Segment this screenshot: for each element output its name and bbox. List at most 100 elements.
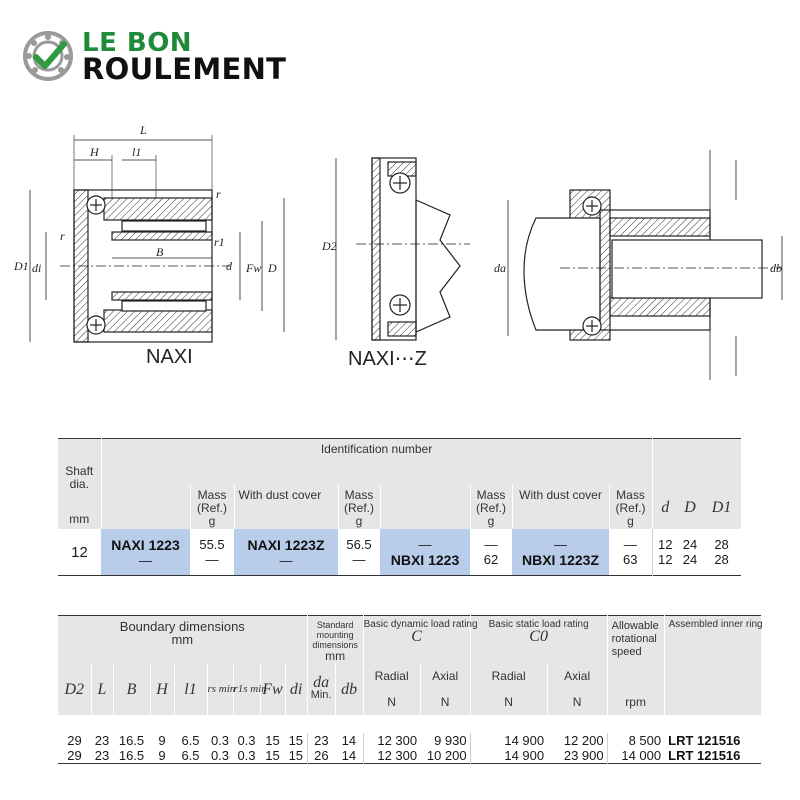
naxiz-id-cell: NAXI 1223Z— (234, 529, 338, 576)
naxiz-drawing (335, 157, 470, 341)
col-D2: D2 (58, 663, 91, 715)
col-r1s-min: r1s min (232, 663, 267, 715)
cell-D2: 29 (67, 733, 82, 748)
label-H: H (89, 145, 100, 159)
label-di: di (32, 261, 41, 275)
dust-cover-header-1: With dust cover (233, 485, 338, 529)
cell-D2: 29 (67, 748, 82, 763)
col-D1: D1 (702, 485, 742, 529)
naxi-mass-cell: 55.5— (199, 537, 225, 567)
speed-header: Allowable rotational speed (606, 615, 665, 689)
naxi-id-header-blank (100, 485, 190, 529)
col-B: B (112, 663, 150, 715)
dyn-radial-unit: N (362, 689, 421, 715)
col-D: D (678, 485, 703, 529)
cell-dyn-radial: 12 300 (362, 733, 421, 748)
cell-l1: 6.5 (181, 748, 200, 763)
caption-naxiz: NAXI⋯Z (348, 348, 427, 370)
cell-rs-min: 0.3 (210, 733, 230, 748)
nbxi-mass-cell: —62 (483, 537, 499, 567)
stat-radial-header: Radial (469, 663, 548, 689)
col-db: db (334, 663, 364, 715)
label-r1: r1 (214, 235, 225, 249)
dims-header-blank (651, 438, 742, 485)
nbxi-id-header-blank (379, 485, 470, 529)
label-d: d (226, 259, 233, 273)
label-D: D (267, 261, 277, 275)
cell-l1: 6.5 (181, 733, 200, 748)
label-B: B (156, 245, 164, 259)
cell-dyn-axial: 10 200 (426, 748, 467, 763)
identification-table: Shaft dia. mm Identification number Mass… (58, 438, 742, 576)
logo-text-line1: LE BON (82, 28, 193, 58)
col-l1: l1 (173, 663, 207, 715)
stat-axial-header: Axial (546, 663, 608, 689)
mass-header-4: Mass (Ref.)g (608, 485, 653, 529)
cell-dyn-radial: 12 300 (362, 748, 421, 764)
cell-H: 9 (158, 733, 166, 748)
nbxiz-id-cell: —NBXI 1223Z (512, 529, 609, 576)
nbxi-id-cell: —NBXI 1223 (380, 529, 470, 576)
mass-header-3: Mass (Ref.)g (469, 485, 512, 529)
cell-H: 9 (158, 748, 166, 763)
cell-r1s-min: 0.3 (237, 733, 256, 748)
bearing-drawings: L H l1 r r r1 B D1 di d Fw D D2 (13, 123, 783, 380)
cell-inner-ring: LRT 121516 (668, 748, 741, 763)
cell-da: 26 (306, 748, 336, 764)
cell-Fw: 15 (265, 748, 280, 763)
cell-B: 16.5 (118, 733, 145, 748)
table-row: 29 23 16.5 9 6.5 0.3 0.3 15 15 26 14 12 … (58, 748, 762, 764)
label-l1: l1 (132, 145, 141, 159)
cell-B: 16.5 (118, 748, 145, 763)
cell-L: 23 (94, 733, 110, 748)
cell-stat-radial: 14 900 (469, 748, 548, 764)
label-da: da (494, 261, 506, 275)
mass-header-1: Mass (Ref.)g (189, 485, 234, 529)
cell-stat-axial: 23 900 (563, 748, 604, 763)
cell-stat-axial: 12 200 (563, 733, 604, 748)
nbxiz-mass-cell: —63 (623, 537, 638, 567)
brand-logo: LE BON ROULEMENT (22, 26, 312, 86)
col-d: d (651, 485, 679, 529)
stat-axial-unit: N (546, 689, 608, 715)
cell-dyn-axial: 9 930 (434, 733, 467, 748)
label-D2: D2 (321, 239, 337, 253)
label-r-left: r (60, 229, 65, 243)
caption-naxi: NAXI (146, 346, 193, 368)
col-H: H (149, 663, 174, 715)
naxi-drawing (29, 135, 285, 343)
col-di: di (284, 663, 308, 715)
label-r-top: r (216, 187, 221, 201)
col-Fw: Fw (259, 663, 285, 715)
cell-speed: 8 500 (606, 733, 665, 748)
label-L: L (139, 123, 147, 137)
shaft-dia-header: Shaft dia. mm (58, 438, 101, 529)
bearing-check-icon (23, 31, 73, 81)
cell-Fw: 15 (265, 733, 280, 748)
speed-unit: rpm (606, 689, 665, 715)
identification-header: Identification number (100, 438, 653, 485)
naxiz-mass-cell: 56.5— (346, 537, 372, 567)
col-rs-min: rs min (206, 663, 235, 715)
cell-speed: 14 000 (606, 748, 665, 764)
mass-header-2: Mass (Ref.)g (337, 485, 380, 529)
cell-db: 14 (341, 733, 357, 748)
cell-di: 15 (288, 748, 304, 763)
dyn-radial-header: Radial (362, 663, 421, 689)
dust-cover-header-2: With dust cover (511, 485, 609, 529)
dyn-axial-header: Axial (419, 663, 471, 689)
stat-radial-unit: N (469, 689, 548, 715)
dyn-axial-unit: N (419, 689, 471, 715)
label-D1: D1 (13, 259, 29, 273)
cell-da: 23 (306, 733, 336, 748)
label-db: db (770, 261, 782, 275)
